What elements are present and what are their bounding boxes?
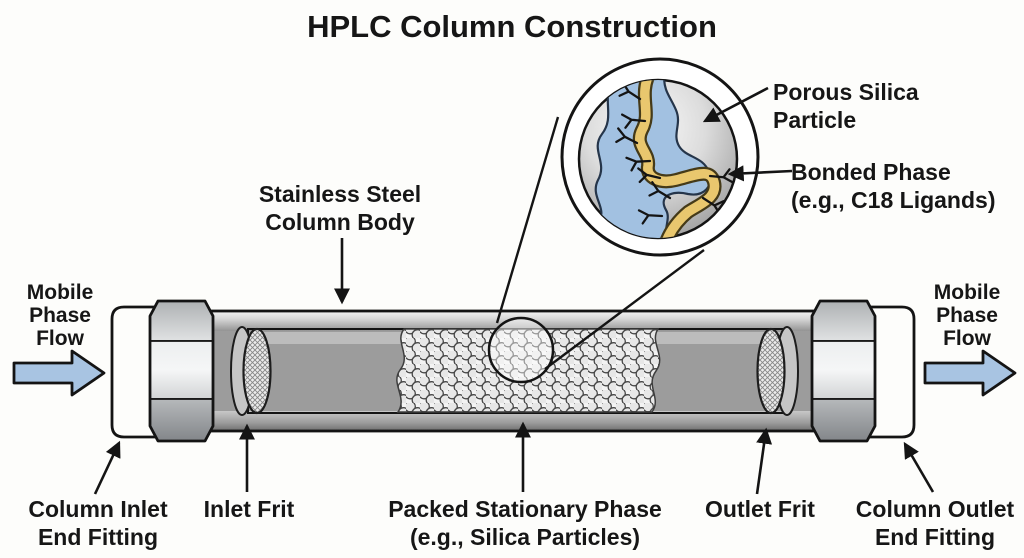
svg-text:Bonded Phase: Bonded Phase [791, 159, 951, 185]
outlet-fitting-label: Column Outlet End Fitting [856, 496, 1015, 550]
svg-text:Packed Stationary Phase: Packed Stationary Phase [388, 496, 662, 522]
outlet-frit-shape [756, 327, 786, 415]
svg-text:(e.g., Silica Particles): (e.g., Silica Particles) [410, 524, 640, 550]
outlet-frit-arrow [755, 427, 773, 495]
svg-text:Column Outlet: Column Outlet [856, 496, 1015, 522]
porous-particle-arrow [702, 86, 769, 123]
flow-arrow-right [923, 349, 1017, 397]
inlet-fitting-label: Column Inlet End Fitting [28, 496, 168, 550]
svg-text:Flow: Flow [943, 327, 991, 350]
bonded-phase-arrow [727, 165, 793, 182]
inlet-frit-shape [242, 327, 272, 415]
magnifier-circle [487, 316, 555, 384]
svg-text:End Fitting: End Fitting [38, 524, 158, 550]
mobile-phase-left-label: Mobile Phase Flow [27, 281, 94, 350]
svg-text:Particle: Particle [773, 107, 856, 133]
svg-text:Column Inlet: Column Inlet [28, 496, 168, 522]
bonded-phase-label: Bonded Phase (e.g., C18 Ligands) [791, 159, 995, 213]
porous-silica-label: Porous Silica Particle [773, 79, 919, 133]
inlet-end-cap [110, 305, 166, 439]
outlet-end-cap [860, 305, 916, 439]
svg-text:Phase: Phase [29, 304, 91, 327]
flow-arrow-left [12, 349, 106, 397]
svg-text:Porous Silica: Porous Silica [773, 79, 919, 105]
packed-bed [396, 328, 661, 413]
column-body-label: Stainless Steel Column Body [259, 181, 421, 235]
svg-text:End Fitting: End Fitting [875, 524, 995, 550]
magnifier-connector-left [495, 116, 560, 324]
svg-text:Phase: Phase [936, 304, 998, 327]
outlet-hex-nut [810, 299, 877, 443]
inlet-hex-nut [148, 299, 215, 443]
leader-arrows [93, 86, 935, 495]
bonded-phase-band [632, 80, 722, 238]
svg-text:Mobile: Mobile [934, 281, 1001, 304]
packed-phase-label: Packed Stationary Phase (e.g., Silica Pa… [388, 496, 662, 550]
particle-inset [560, 57, 760, 257]
outlet-frit-label: Outlet Frit [705, 496, 815, 522]
magnifier-connector-right [544, 249, 705, 370]
svg-text:Stainless Steel: Stainless Steel [259, 181, 421, 207]
svg-text:Column Body: Column Body [265, 209, 415, 235]
svg-text:(e.g., C18 Ligands): (e.g., C18 Ligands) [791, 187, 995, 213]
outlet-fitting-arrow [903, 441, 935, 493]
inlet-fitting-arrow [93, 440, 121, 495]
inlet-frit-label: Inlet Frit [204, 496, 295, 522]
svg-text:Mobile: Mobile [27, 281, 94, 304]
page-title: HPLC Column Construction [307, 9, 717, 44]
column-assembly [110, 299, 916, 443]
mobile-phase-right-label: Mobile Phase Flow [934, 281, 1001, 350]
svg-text:Flow: Flow [36, 327, 84, 350]
